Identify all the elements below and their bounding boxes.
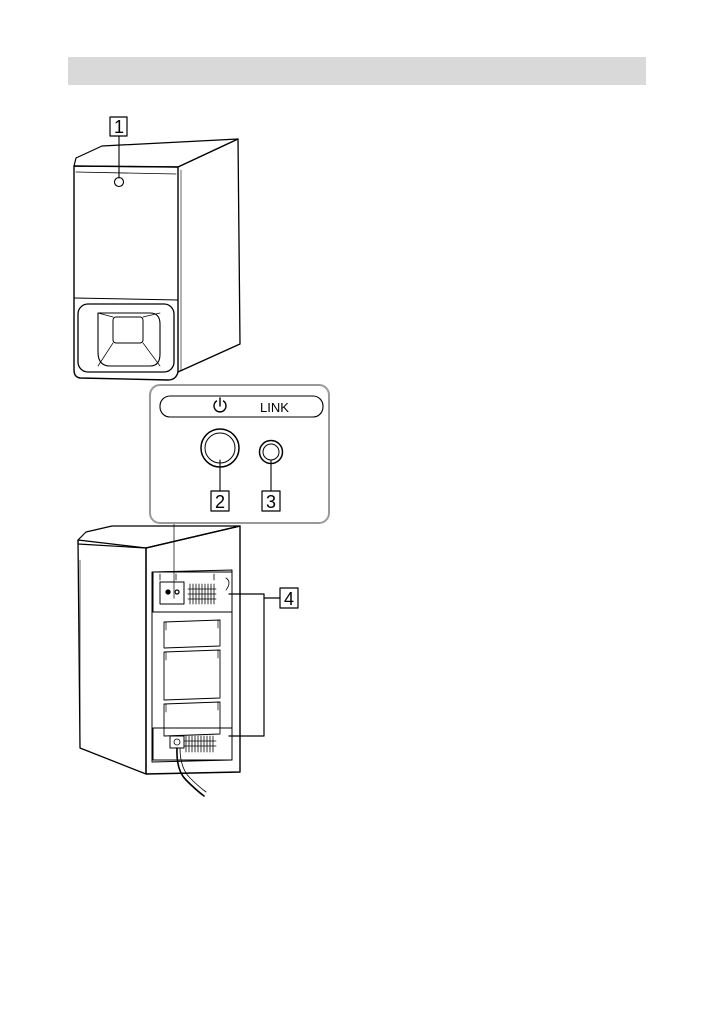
subwoofer-front-view: [74, 139, 240, 380]
power-indicator-led: [115, 178, 124, 187]
callout-4-label: 4: [284, 589, 294, 609]
callout-2-label: 2: [215, 492, 225, 512]
link-label: LINK: [260, 400, 289, 415]
callout-1-label: 1: [114, 117, 124, 137]
control-panel-detail: [150, 385, 329, 523]
subwoofer-rear-view: [78, 526, 240, 796]
callout-3-label: 3: [266, 492, 276, 512]
power-icon: [214, 398, 226, 412]
